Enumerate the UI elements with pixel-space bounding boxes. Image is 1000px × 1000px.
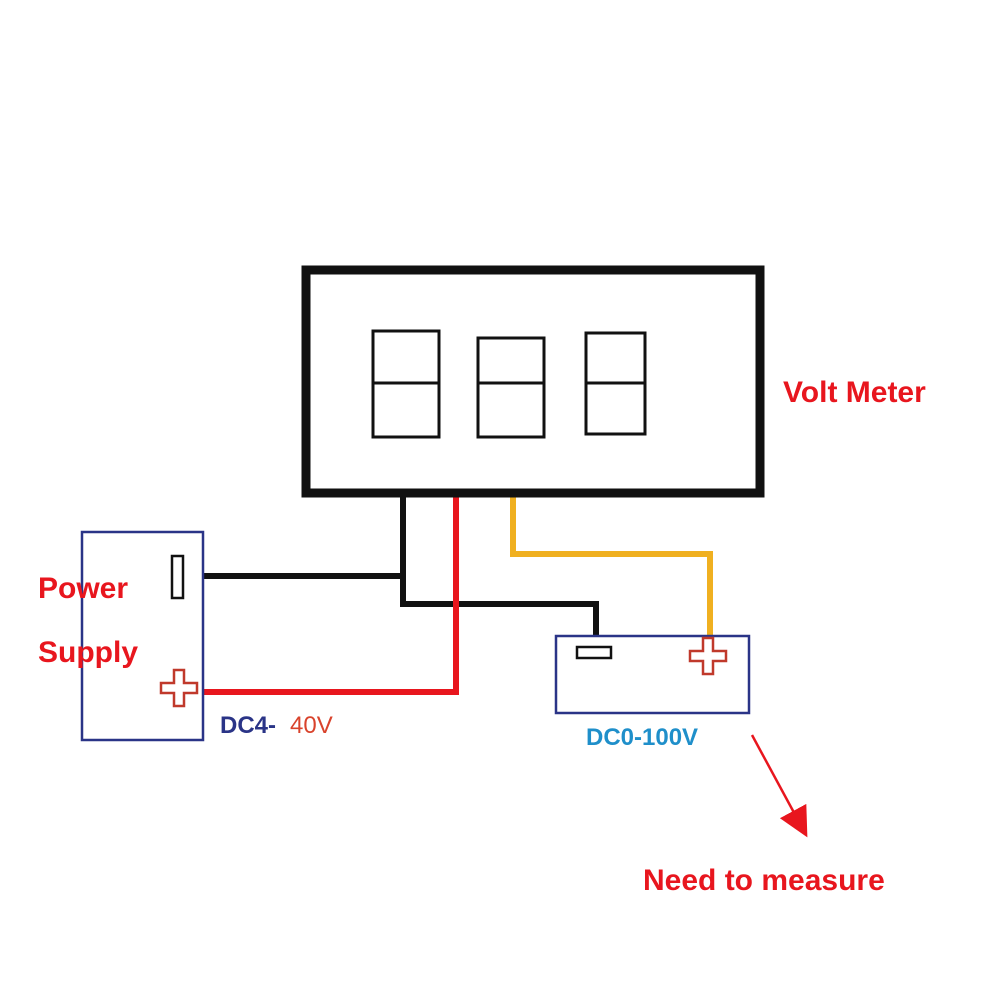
volt-meter xyxy=(301,265,765,498)
plus-terminal-icon xyxy=(159,668,199,708)
digit-2 xyxy=(476,336,546,439)
minus-terminal-icon xyxy=(170,554,185,600)
power-supply-label-line2: Supply xyxy=(38,636,138,669)
power-supply xyxy=(80,530,205,742)
need-to-measure-label: Need to measure xyxy=(643,864,885,897)
digit-1 xyxy=(371,329,441,439)
digit-3 xyxy=(584,331,647,436)
measured-source xyxy=(554,634,751,715)
power-supply-label-line1: Power xyxy=(38,572,128,605)
wire-positive xyxy=(203,493,459,695)
measured-range-label: DC0-100V xyxy=(586,724,698,751)
supply-range-label: DC4- 40V xyxy=(220,712,333,739)
minus-terminal-icon xyxy=(575,645,613,660)
volt-meter-label: Volt Meter xyxy=(783,376,926,409)
wire-signal xyxy=(510,493,713,640)
pointer-arrow xyxy=(750,734,808,838)
wire-ground-meter xyxy=(400,493,599,636)
plus-terminal-icon xyxy=(688,636,728,676)
supply-range-value: 40V xyxy=(290,712,333,739)
seven-segment-display xyxy=(371,329,647,439)
supply-range-prefix: DC4- xyxy=(220,712,276,739)
